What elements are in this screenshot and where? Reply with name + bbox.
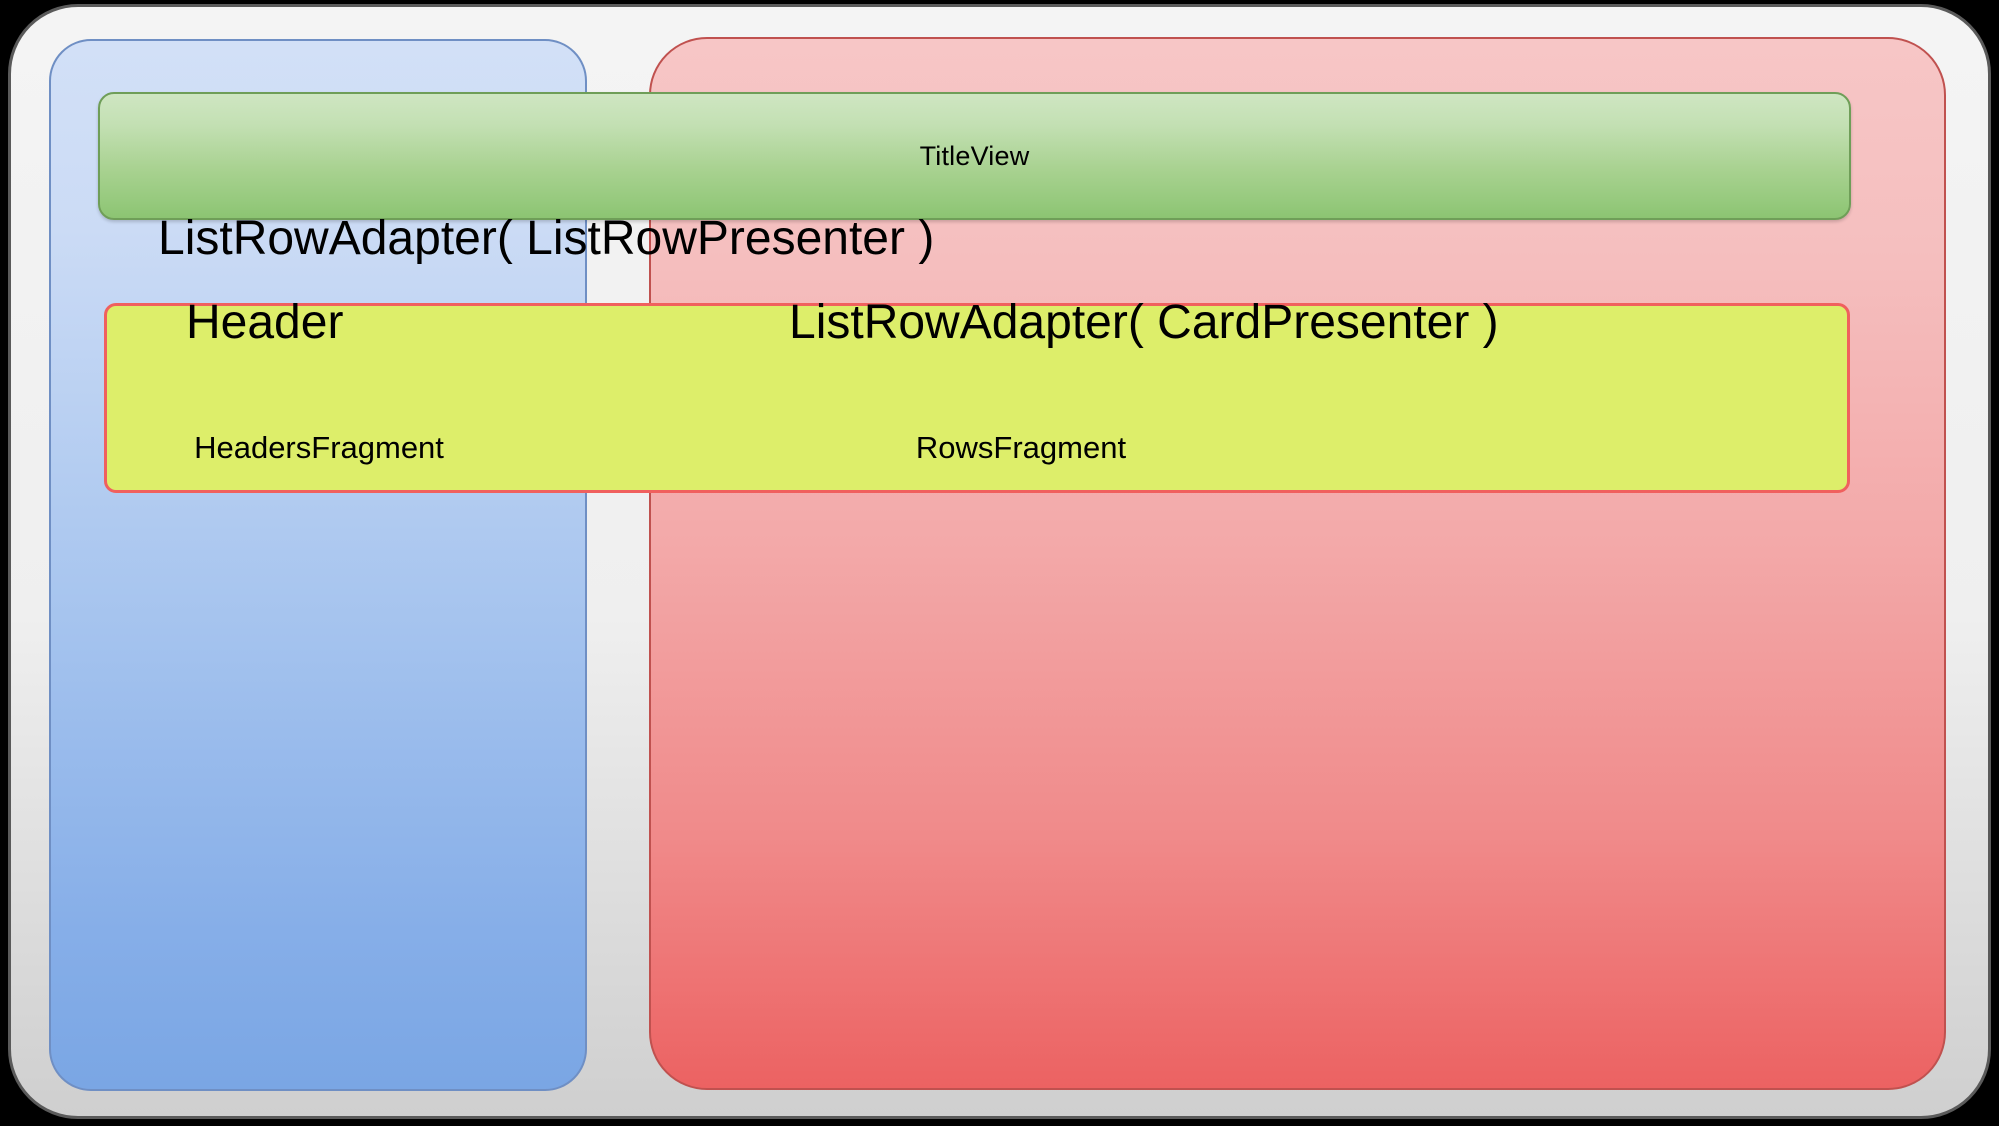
headers-fragment-label: HeadersFragment (194, 430, 444, 465)
list-row-adapter-list-row-presenter-label: ListRowAdapter( ListRowPresenter ) (158, 212, 935, 265)
rows-fragment-label: RowsFragment (915, 430, 1127, 465)
outer-shell-container: TitleView ListRowAdapter( ListRowPresent… (8, 4, 1991, 1119)
list-row-adapter-card-presenter-label: ListRowAdapter( CardPresenter ) (789, 296, 1499, 349)
list-row-adapter-box[interactable] (104, 303, 1850, 493)
header-label: Header (186, 296, 344, 349)
title-view-bar[interactable]: TitleView (98, 92, 1851, 220)
title-view-label: TitleView (919, 140, 1030, 171)
